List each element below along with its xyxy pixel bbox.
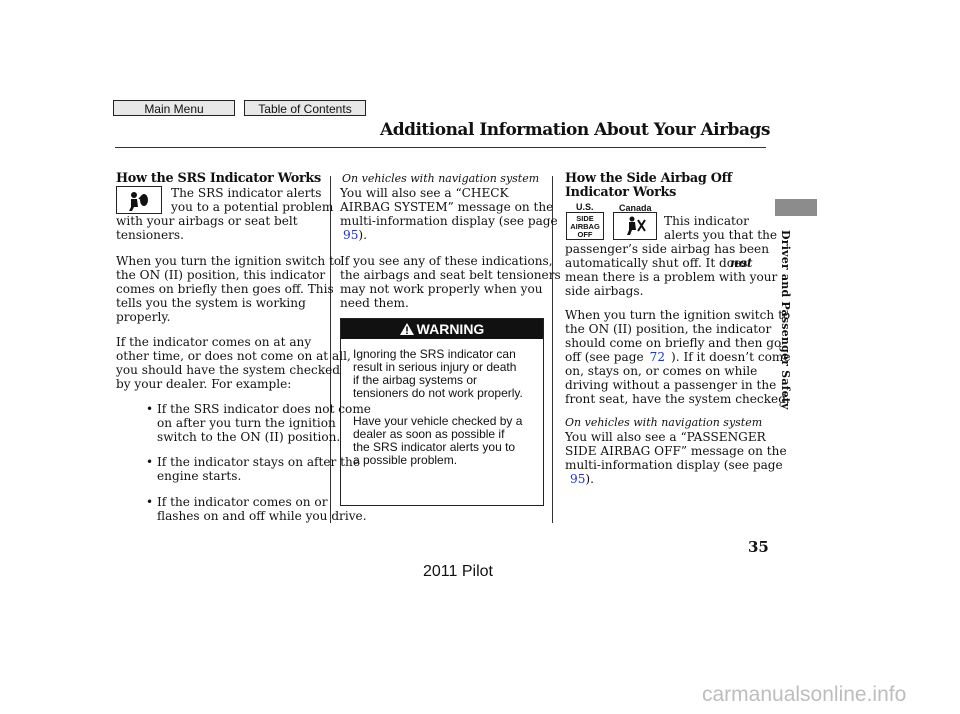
warning-p2-line4: a possible problem. [353, 453, 458, 467]
nav-system-note-2: On vehicles with navigation system [565, 416, 763, 429]
side-airbag-heading-line2: Indicator Works [565, 185, 677, 200]
page-title: Additional Information About Your Airbag… [380, 120, 770, 140]
srs-para3-line1: If the indicator comes on at any [116, 335, 312, 349]
nav-system-note: On vehicles with navigation system [342, 172, 540, 185]
col3-para2-line1: When you turn the ignition switch to [565, 308, 791, 322]
srs-para3-line2: other time, or does not come on at all, [116, 349, 351, 363]
table-of-contents-button[interactable]: Table of Contents [244, 100, 366, 116]
side-airbag-off-canada-icon [613, 212, 657, 240]
col2-para1-line3: multi-information display (see page [340, 214, 558, 228]
bullet3-line1: If the indicator comes on or [157, 495, 328, 509]
col2-para1-line1: You will also see a “CHECK [340, 186, 509, 200]
watermark: carmanualsonline.info [702, 683, 907, 706]
bullet2-line2: engine starts. [157, 469, 242, 483]
col3-para3-line3: multi-information display (see page [565, 458, 783, 472]
col3-para2-line5: on, stays on, or comes on while [565, 364, 758, 378]
col2-para1-line2: AIRBAG SYSTEM” message on the [340, 200, 554, 214]
warning-box: WARNING Ignoring the SRS indicator can r… [340, 318, 544, 506]
col3-para3-line1: You will also see a “PASSENGER [565, 430, 766, 444]
bullet1-line1: If the SRS indicator does not come [157, 402, 371, 416]
srs-para3-line3: you should have the system checked [116, 363, 341, 377]
col3-para1-line6: side airbags. [565, 284, 644, 298]
col3-para1-line2: alerts you that the [664, 228, 778, 242]
page-number: 35 [748, 538, 769, 556]
col2-para2-line4: need them. [340, 296, 409, 310]
col3-para3-line2: SIDE AIRBAG OFF” message on the [565, 444, 787, 458]
warning-p2-line2: dealer as soon as possible if [353, 427, 505, 441]
col3-para2-line2: the ON (II) position, the indicator [565, 322, 772, 336]
bullet-dot: • [146, 495, 154, 509]
main-menu-button[interactable]: Main Menu [113, 100, 235, 116]
srs-para2-line3: comes on briefly then goes off. This [116, 282, 334, 296]
col2-para2-line1: If you see any of these indications, [340, 254, 553, 268]
srs-para2-line5: properly. [116, 310, 171, 324]
col2-para1-line4: 95). [343, 228, 367, 242]
bullet1-line3: switch to the ON (II) position. [157, 430, 341, 444]
warning-header: WARNING [341, 319, 543, 339]
side-airbag-heading-line1: How the Side Airbag Off [565, 171, 732, 186]
col3-para2-line3: should come on briefly and then go [565, 336, 782, 350]
srs-para2-line1: When you turn the ignition switch to [116, 254, 342, 268]
srs-heading: How the SRS Indicator Works [116, 171, 321, 186]
warning-p1-line3: if the airbag systems or [353, 373, 478, 387]
bullet1-line2: on after you turn the ignition [157, 416, 336, 430]
column-divider-2 [552, 176, 553, 523]
col2-para2-line3: may not work properly when you [340, 282, 543, 296]
canada-label: Canada [619, 203, 652, 213]
col3-para2-line6: driving without a passenger in the [565, 378, 777, 392]
not-emphasis: not [730, 256, 753, 270]
warning-triangle-icon [399, 320, 414, 340]
srs-para2-line2: the ON (II) position, this indicator [116, 268, 326, 282]
side-airbag-off-us-icon: SIDE AIRBAG OFF [566, 212, 604, 240]
bullet-dot: • [146, 402, 154, 416]
srs-para1-line2: you to a potential problem [171, 200, 334, 214]
col3-para2-line7: front seat, have the system checked. [565, 392, 790, 406]
page-link-95-b[interactable]: 95 [570, 472, 586, 486]
srs-indicator-icon [116, 186, 162, 214]
col3-para1-line3: passenger’s side airbag has been [565, 242, 769, 256]
page-link-95[interactable]: 95 [343, 228, 359, 242]
srs-para1-line4: tensioners. [116, 228, 184, 242]
bullet3-line2: flashes on and off while you drive. [157, 509, 367, 523]
col3-para1-line4: automatically shut off. It does [565, 256, 748, 270]
warning-p2-line3: the SRS indicator alerts you to [353, 440, 516, 454]
page-link-72[interactable]: 72 [649, 350, 666, 364]
col3-para1-line1: This indicator [664, 214, 749, 228]
srs-para1-line3: with your airbags or seat belt [116, 214, 298, 228]
col3-para3-line4: 95). [570, 472, 594, 486]
footer-model: 2011 Pilot [423, 563, 493, 580]
bullet2-line1: If the indicator stays on after the [157, 455, 360, 469]
section-tab [775, 199, 817, 216]
warning-p1-line1: Ignoring the SRS indicator can [353, 347, 516, 361]
warning-p1-line2: result in serious injury or death [353, 360, 517, 374]
warning-p2-line1: Have your vehicle checked by a [353, 414, 523, 428]
column-divider-1 [330, 176, 331, 523]
title-rule [115, 147, 766, 148]
col2-para2-line2: the airbags and seat belt tensioners [340, 268, 561, 282]
srs-para2-line4: tells you the system is working [116, 296, 306, 310]
col3-para1-line5: mean there is a problem with your [565, 270, 778, 284]
srs-para1-line1: The SRS indicator alerts [171, 186, 322, 200]
warning-p1-line4: tensioners do not work properly. [353, 386, 523, 400]
us-label: U.S. [576, 202, 594, 212]
srs-para3-line4: by your dealer. For example: [116, 377, 292, 391]
bullet-dot: • [146, 455, 154, 469]
